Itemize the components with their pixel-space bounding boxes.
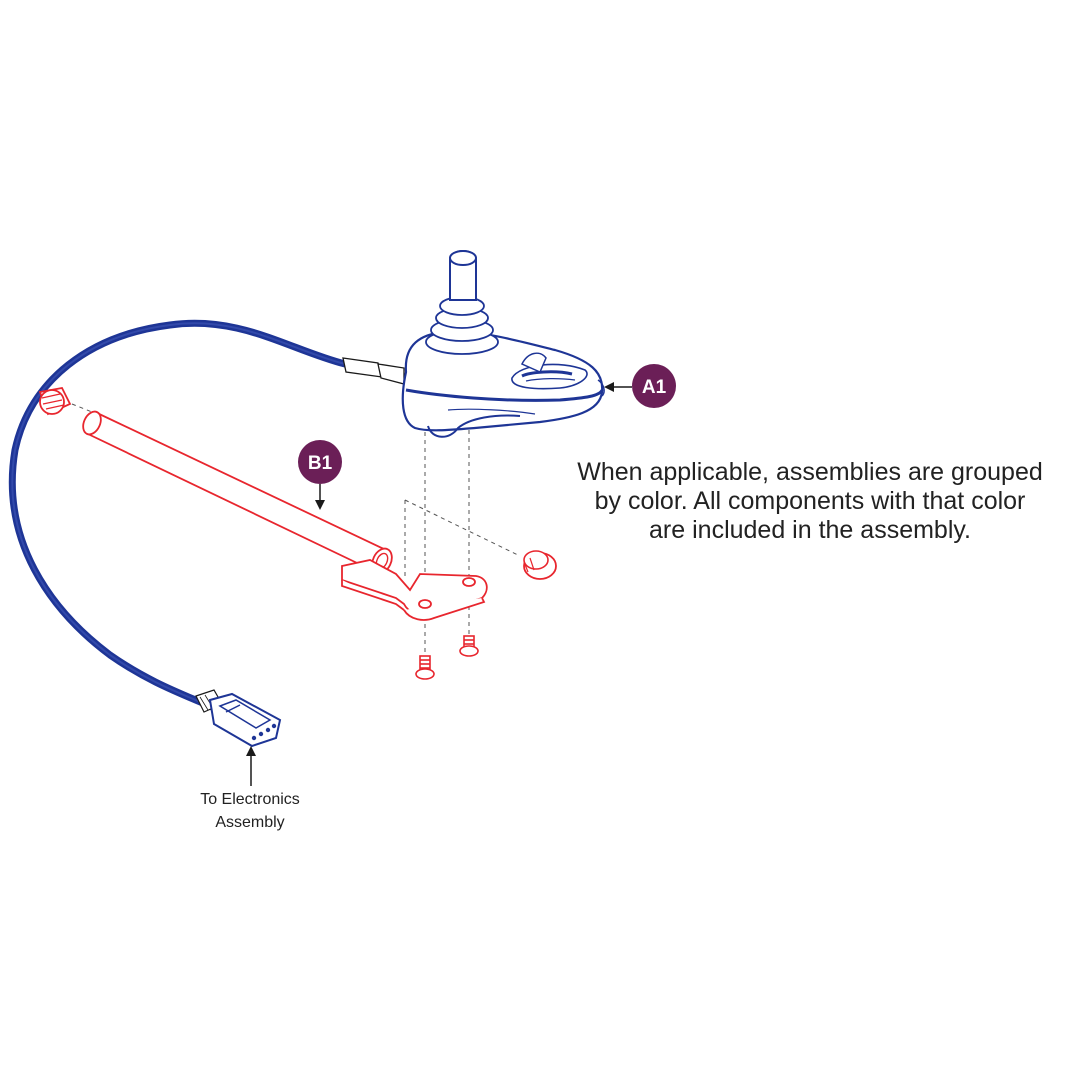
note-line: are included in the assembly. [649,516,971,544]
electronics-connector [195,689,282,748]
mounting-tube [82,410,393,575]
tube-end-cap-left [38,386,72,416]
note-line: by color. All components with that color [594,487,1026,515]
connector-caption: To Electronics Assembly [150,788,350,834]
mounting-bracket [341,559,488,621]
assembly-color-note: When applicable, assemblies are grouped … [540,458,1080,545]
note-line: When applicable, assemblies are grouped [577,458,1043,486]
caption-line: To Electronics [200,791,300,808]
callout-b1-label: B1 [308,453,333,474]
callout-a1: A1 [604,364,676,408]
screw-left [415,655,435,680]
assembly-guide-lines [71,403,521,656]
callout-a1-label: A1 [642,377,667,398]
joystick-controller [401,250,605,438]
caption-line: Assembly [215,814,285,831]
screw-right [459,635,479,657]
callout-b1: B1 [298,440,342,510]
tube-end-cap-right [523,550,557,580]
connector-leader-arrow [246,746,256,786]
joystick-cable [8,319,405,711]
